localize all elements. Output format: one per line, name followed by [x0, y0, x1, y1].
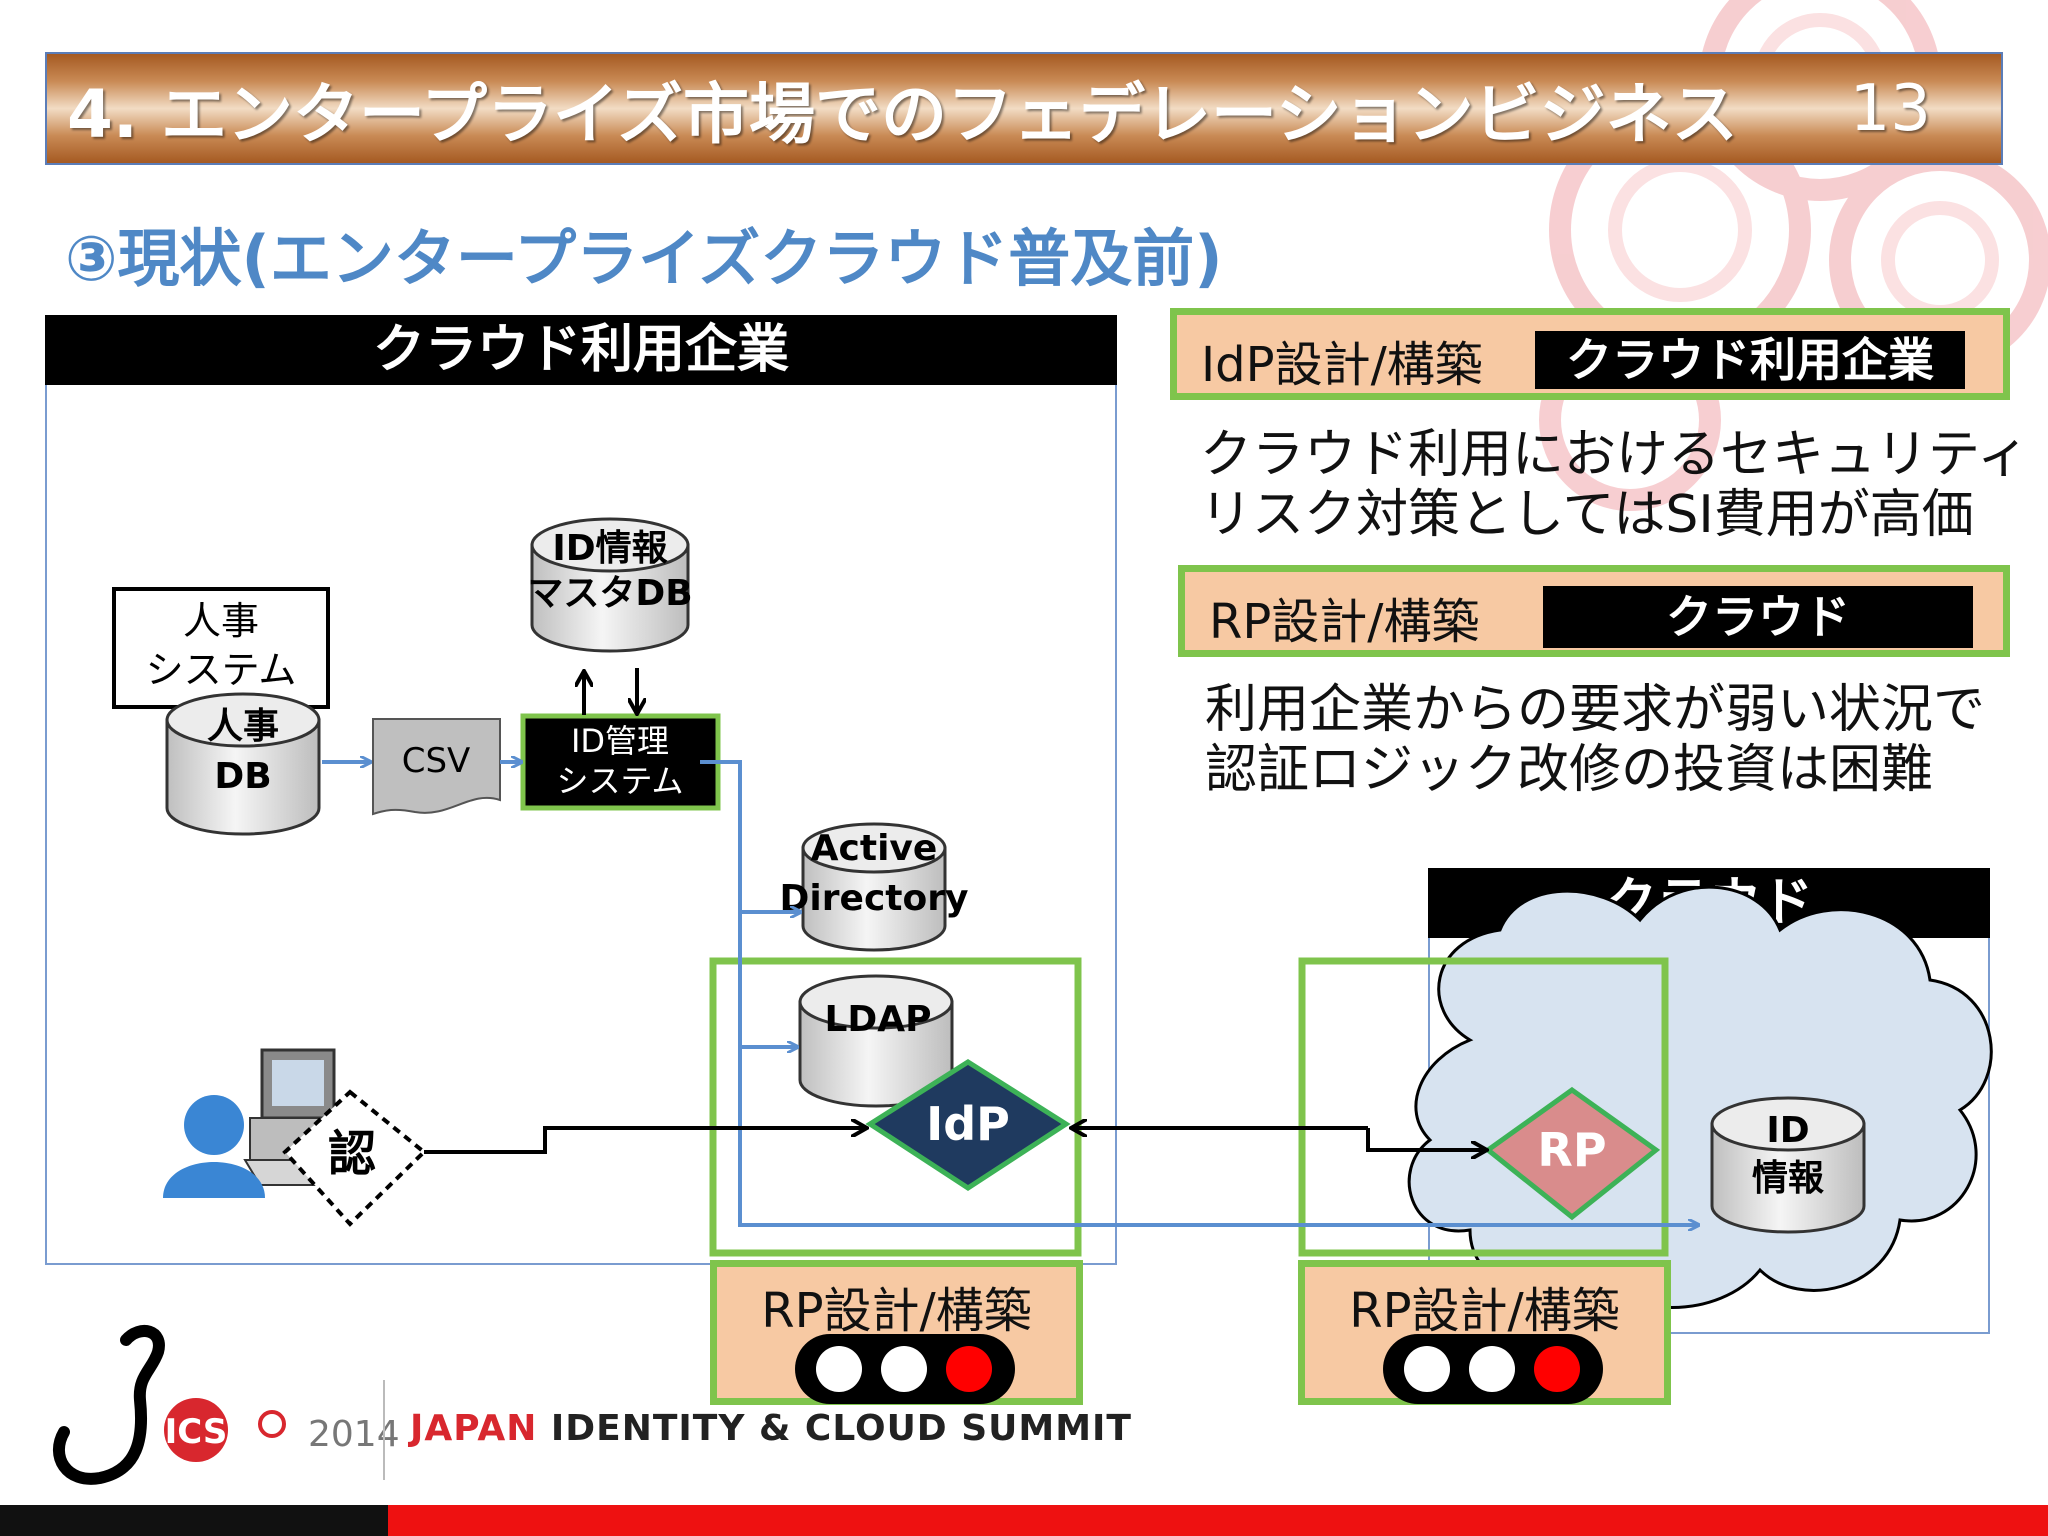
legend-idp-desc-line2: リスク対策としてはSI費用が高価 — [1200, 485, 1974, 545]
ad-line2: Directory — [780, 878, 969, 919]
legend-rp-desc-line2: 認証ロジック改修の投資は困難 — [1205, 740, 1934, 800]
hr-system-box — [112, 587, 330, 709]
hr-db-cylinder — [165, 692, 321, 836]
summit-name-japan: JAPAN — [410, 1408, 538, 1449]
legend-idp-owner: クラウド利用企業 — [1535, 331, 1965, 389]
id-mgmt-line2: システム — [556, 762, 683, 800]
footer-divider — [383, 1380, 385, 1480]
slide-header-bar: 4. エンタープライズ市場でのフェデレーションビジネス 13 — [45, 52, 2003, 165]
ldap-label: LDAP — [824, 999, 931, 1040]
left-rp-build-box: RP設計/構築 — [710, 1260, 1083, 1405]
right-signal-light-3 — [1534, 1346, 1580, 1392]
legend-idp-box: IdP設計/構築 クラウド利用企業 — [1170, 308, 2010, 400]
idp-diamond — [865, 1059, 1071, 1191]
summit-name-rest: IDENTITY & CLOUD SUMMIT — [537, 1408, 1132, 1449]
legend-idp-desc-line1: クラウド利用におけるセキュリティ — [1200, 425, 2029, 485]
page-number: 13 — [1849, 72, 1931, 146]
cloud-id-db-line2: 情報 — [1752, 1158, 1824, 1199]
active-directory-cylinder — [801, 822, 947, 952]
legend-rp-description: 利用企業からの要求が弱い状況で 認証ロジック改修の投資は困難 — [1205, 680, 1985, 800]
auth-diamond — [282, 1089, 428, 1227]
legend-rp-label: RP設計/構築 — [1209, 594, 1480, 650]
right-rp-build-box: RP設計/構築 — [1298, 1260, 1671, 1405]
id-mgmt-line1: ID管理 — [571, 722, 669, 760]
left-signal-light-3 — [946, 1346, 992, 1392]
auth-flow-lines — [424, 668, 1486, 1152]
cloud-id-db-line1: ID — [1766, 1110, 1809, 1151]
id-master-db-line2: マスタDB — [527, 573, 692, 614]
enterprise-panel-title: クラウド利用企業 — [45, 315, 1117, 385]
cloud-shape — [1407, 885, 1993, 1309]
rp-green-frame — [1298, 957, 1669, 1257]
right-signal-light-2 — [1469, 1346, 1515, 1392]
right-signal-light-1 — [1404, 1346, 1450, 1392]
legend-rp-desc-line1: 利用企業からの要求が弱い状況で — [1205, 680, 1986, 740]
rp-diamond — [1483, 1086, 1661, 1221]
hr-db-line2: DB — [214, 756, 271, 797]
rp-label: RP — [1537, 1123, 1606, 1177]
left-rp-build-label: RP設計/構築 — [761, 1283, 1032, 1339]
right-rp-build-label: RP設計/構築 — [1349, 1283, 1620, 1339]
hr-system-line2: システム — [146, 648, 297, 692]
jics-logo: ICS 2014 — [53, 1325, 400, 1485]
ad-line1: Active — [811, 828, 938, 869]
left-signal-light-1 — [816, 1346, 862, 1392]
auth-label: 認 — [328, 1126, 376, 1182]
footer-bar-red — [388, 1505, 2048, 1536]
left-traffic-signal — [795, 1334, 1015, 1404]
id-master-db-line1: ID情報 — [552, 528, 667, 569]
cloud-id-db-cylinder — [1710, 1096, 1866, 1234]
hr-system-line1: 人事 — [183, 599, 259, 643]
id-master-db-cylinder — [530, 517, 690, 653]
slide-title: 4. エンタープライズ市場でのフェデレーションビジネス — [67, 75, 1738, 153]
summit-name: JAPAN IDENTITY & CLOUD SUMMIT — [410, 1408, 1132, 1449]
hr-db-line1: 人事 — [207, 706, 279, 747]
left-signal-light-2 — [881, 1346, 927, 1392]
idp-green-frame — [709, 957, 1082, 1257]
right-traffic-signal — [1383, 1334, 1603, 1404]
logo-year: 2014 — [308, 1414, 400, 1455]
csv-document — [372, 718, 501, 816]
legend-rp-box: RP設計/構築 クラウド — [1178, 565, 2010, 657]
footer-bar-black — [0, 1505, 388, 1536]
provisioning-lines — [322, 762, 1698, 1225]
idp-label: IdP — [926, 1097, 1010, 1151]
logo-text: ICS — [165, 1412, 228, 1452]
csv-label: CSV — [402, 741, 471, 781]
legend-idp-label: IdP設計/構築 — [1201, 337, 1483, 393]
legend-idp-description: クラウド利用におけるセキュリティ リスク対策としてはSI費用が高価 — [1200, 425, 2029, 545]
legend-rp-owner: クラウド — [1543, 586, 1973, 648]
slide-subtitle: ③現状(エンタープライズクラウド普及前) — [65, 222, 1223, 295]
